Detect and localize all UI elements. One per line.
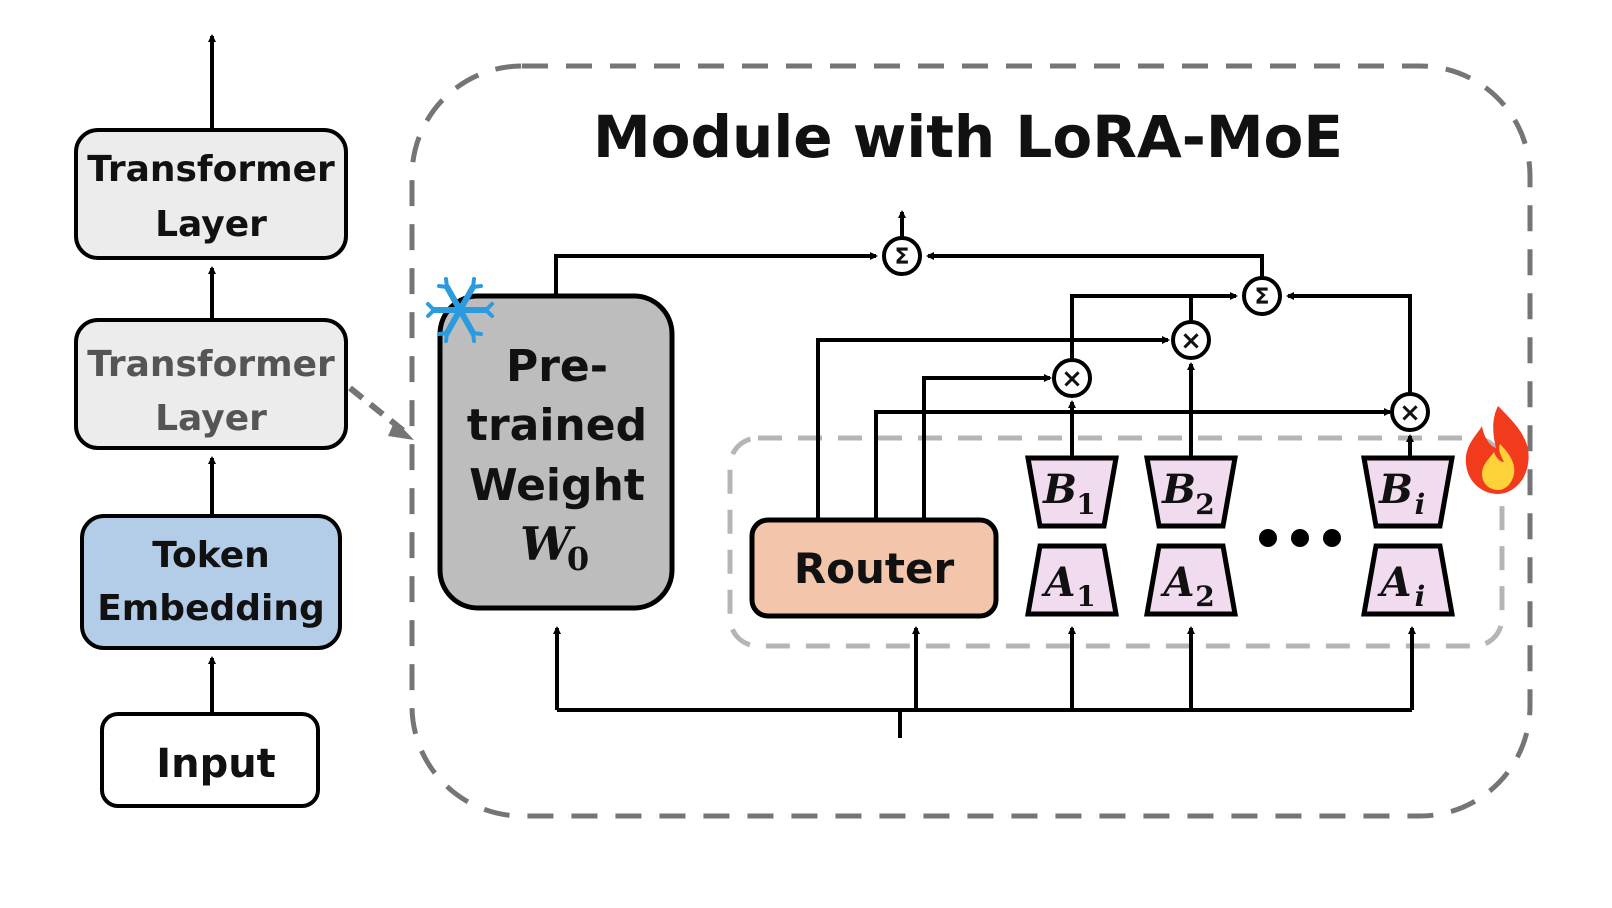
input-box: Input (100, 712, 320, 808)
sum-node-right: Σ (1242, 276, 1282, 316)
svg-text:×: × (1061, 364, 1083, 394)
token-embedding: Token Embedding (80, 514, 342, 650)
pretrained-weight-box: Pre- trained Weight W 0 (437, 293, 675, 611)
transformer-layer-top-line1: Transformer (87, 149, 335, 190)
expert-2-b-sub: 2 (1195, 488, 1214, 521)
pretrained-symbol: W (520, 517, 576, 571)
svg-text:Σ: Σ (1254, 285, 1269, 310)
expert-i-a: A (1376, 559, 1411, 606)
transformer-layer-top: Transformer Layer (74, 128, 348, 260)
expert-1-b-sub: 1 (1076, 488, 1095, 521)
pretrained-subscript: 0 (567, 540, 589, 578)
module-border (409, 63, 1533, 819)
expert-i-a-sub: i (1415, 580, 1426, 613)
token-embedding-line1: Token (152, 535, 270, 576)
input-label: Input (156, 741, 276, 787)
pretrained-line2: trained (467, 400, 647, 451)
expert-2-a-sub: 2 (1195, 580, 1214, 613)
pretrained-line3: Weight (469, 460, 645, 511)
expert-i: B i A i (1361, 455, 1455, 617)
transformer-layer-top-line2: Layer (155, 204, 267, 245)
expert-2-b: B (1161, 466, 1196, 513)
expert-1-b: B (1042, 466, 1077, 513)
expert-1-a: A (1040, 559, 1075, 606)
expert-i-b: B (1378, 466, 1413, 513)
svg-text:×: × (1180, 326, 1202, 356)
pretrained-line1: Pre- (506, 341, 608, 392)
fire-icon (1465, 406, 1529, 494)
mult-node-i: × (1390, 392, 1430, 432)
transformer-layer-mid-line1: Transformer (87, 344, 335, 385)
token-embedding-line2: Embedding (97, 588, 325, 629)
expert-2: B 2 A 2 (1144, 455, 1238, 617)
ellipsis-icon (1259, 529, 1341, 547)
sum-node-top: Σ (882, 236, 922, 276)
router-label: Router (794, 544, 955, 593)
expert-i-b-sub: i (1415, 488, 1426, 521)
expert-1-a-sub: 1 (1076, 580, 1095, 613)
mult-node-2: × (1171, 320, 1211, 360)
snowflake-icon (426, 277, 494, 343)
svg-text:Σ: Σ (894, 245, 909, 270)
mult-node-1: × (1052, 358, 1092, 398)
router-box: Router (749, 517, 999, 619)
module-title: Module with LoRA-MoE (593, 103, 1343, 171)
svg-text:×: × (1399, 398, 1421, 428)
expert-2-a: A (1159, 559, 1194, 606)
expert-1: B 1 A 1 (1025, 455, 1119, 617)
transformer-layer-mid: Transformer Layer (74, 318, 348, 450)
transformer-layer-mid-line2: Layer (155, 398, 267, 439)
